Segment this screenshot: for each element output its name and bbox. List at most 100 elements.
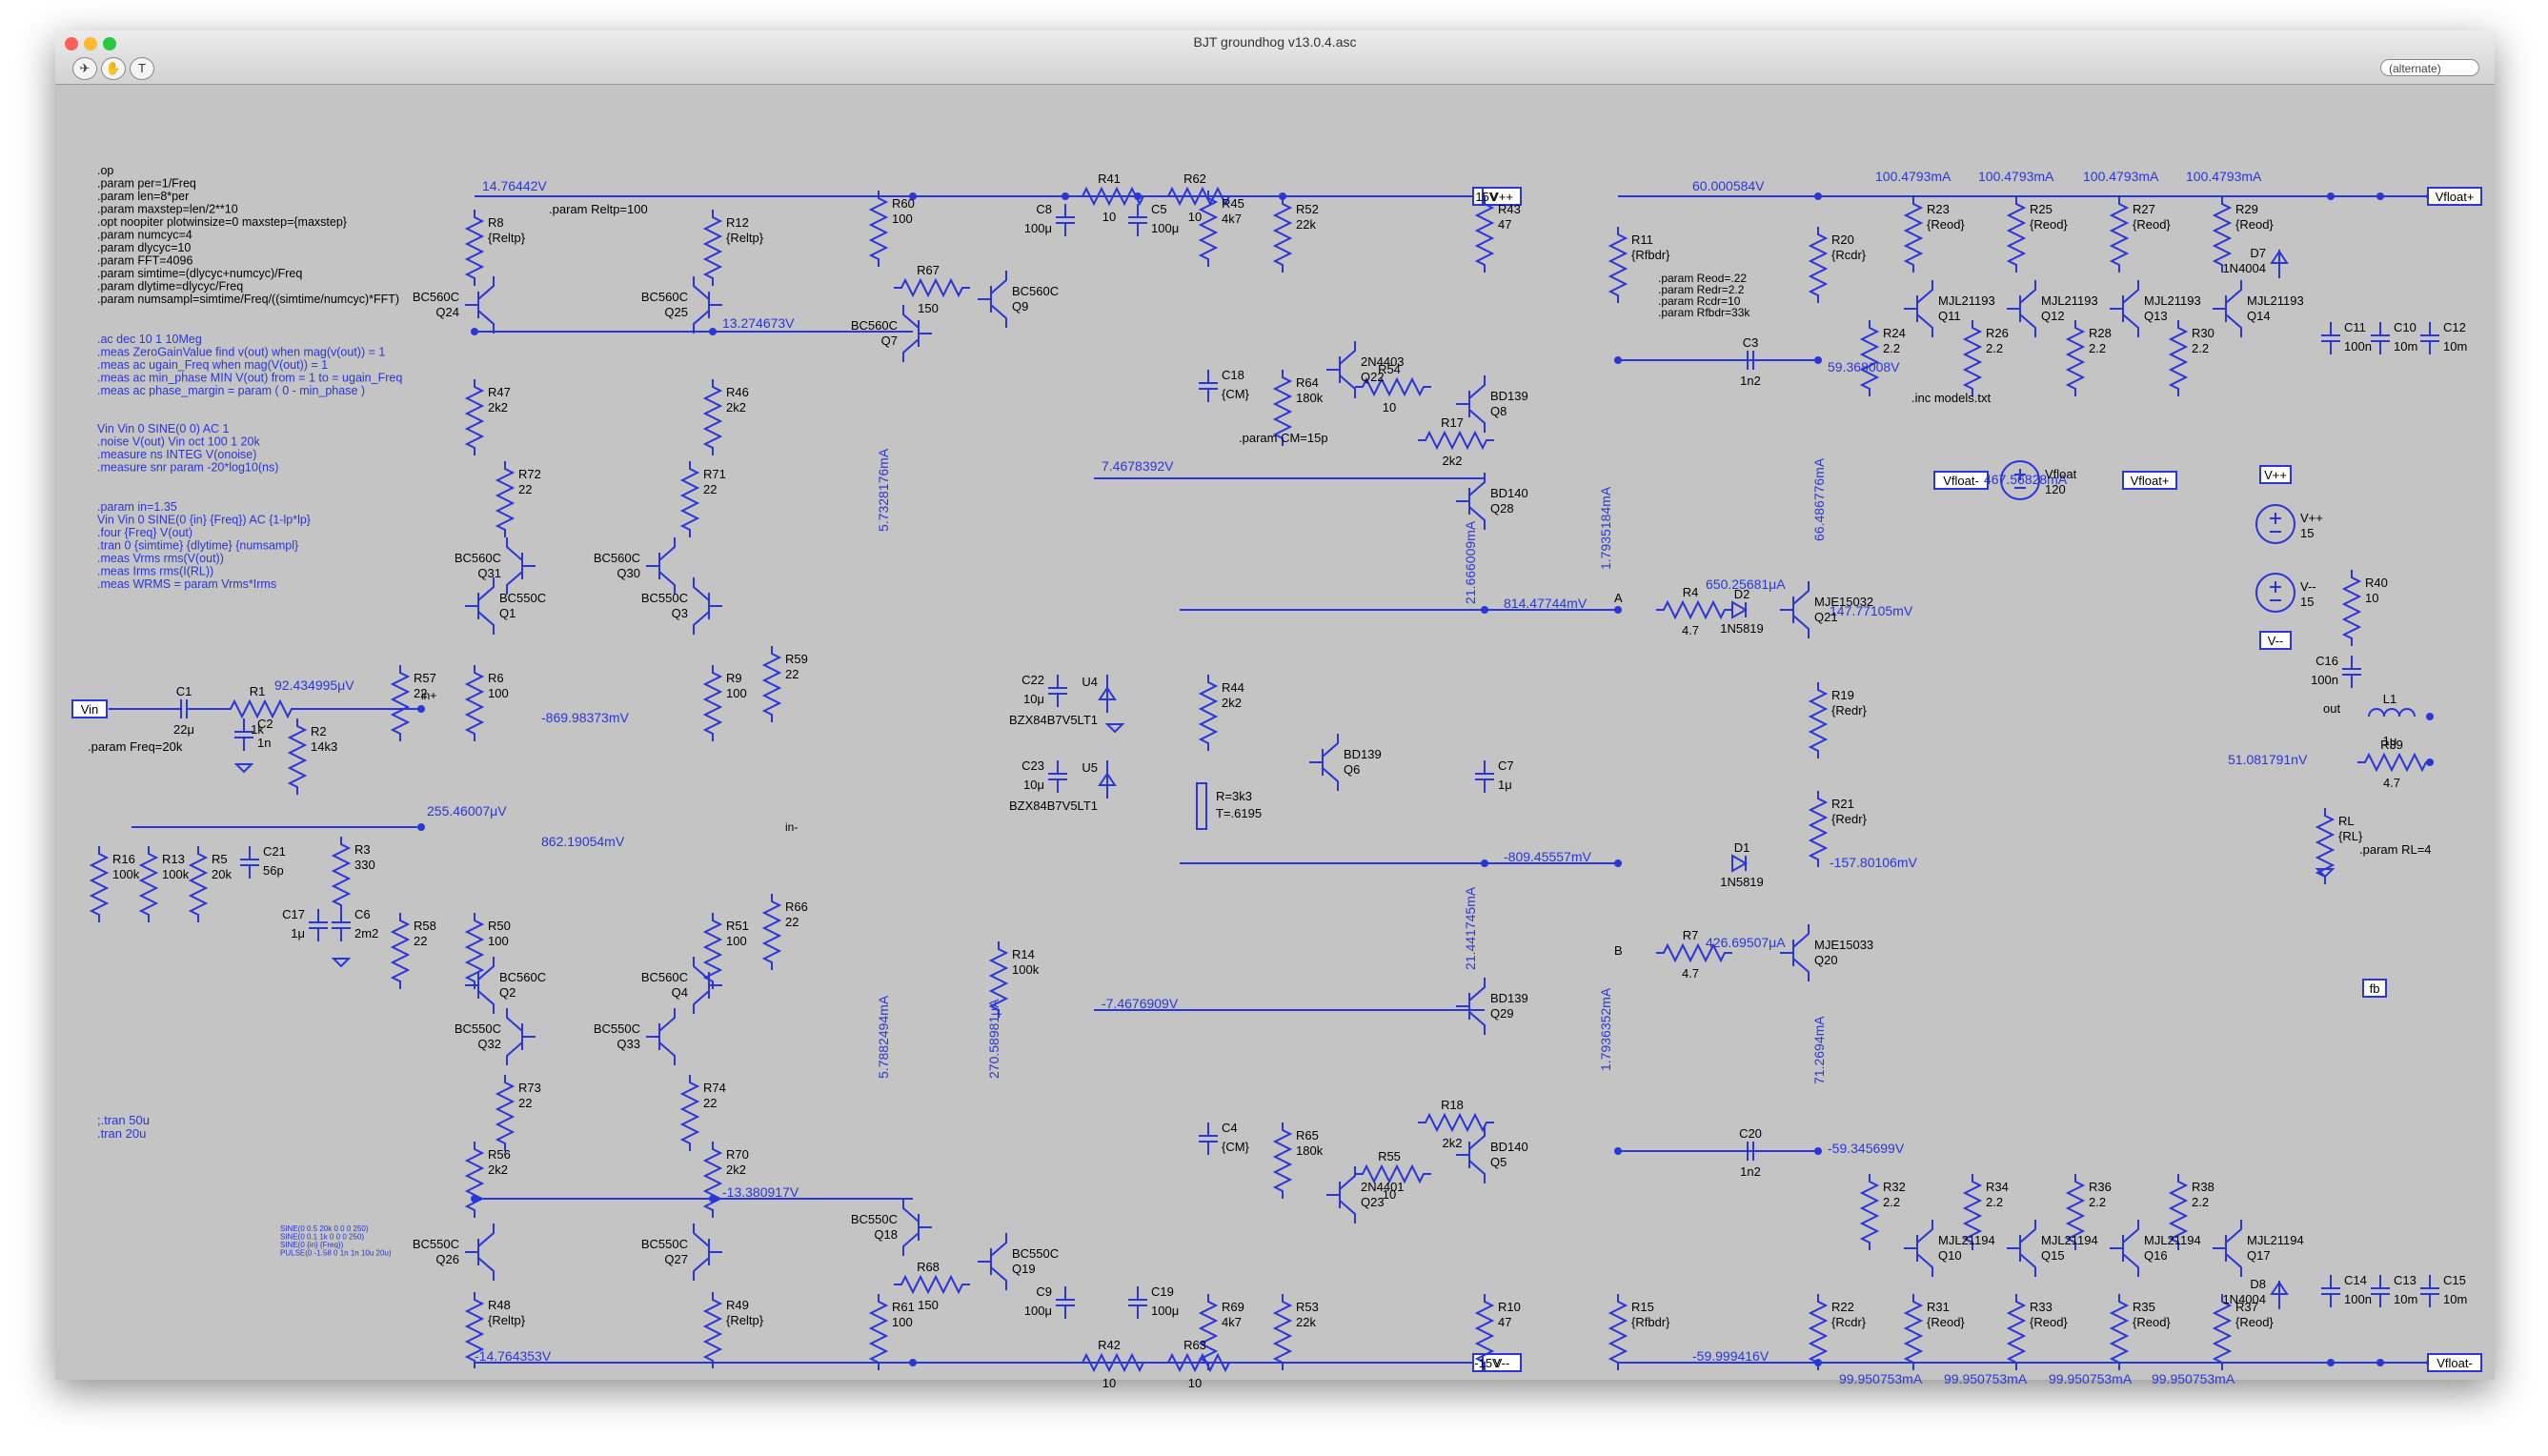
capacitor-c13[interactable] [2371,1275,2390,1307]
resistor-r22[interactable] [1808,1294,1829,1370]
resistor-r3[interactable] [331,837,352,913]
minimize-button[interactable] [84,37,97,51]
transistor-q13[interactable] [2110,280,2139,337]
capacitor-c12[interactable] [2420,322,2439,354]
resistor-r7[interactable] [1656,942,1732,963]
capacitor-c19[interactable] [1128,1286,1147,1319]
transistor-q28[interactable] [1456,473,1486,530]
capacitor-c9[interactable] [1056,1286,1075,1319]
resistor-r11[interactable] [1608,227,1628,303]
zener-u4[interactable] [1098,675,1117,713]
transistor-q4[interactable] [693,957,722,1014]
resistor-r51[interactable] [702,913,723,989]
capacitor-c15[interactable] [2420,1275,2439,1307]
transistor-q15[interactable] [2007,1220,2036,1277]
resistor-r46[interactable] [702,379,723,455]
capacitor-c10[interactable] [2371,322,2390,354]
transistor-q1[interactable] [465,577,495,635]
diode-d2[interactable] [1731,600,1749,619]
diode-d8[interactable] [2270,1281,2289,1309]
transistor-q20[interactable] [1780,924,1810,981]
capacitor-c6[interactable] [332,909,351,941]
transistor-q5[interactable] [1456,1126,1486,1183]
resistor-r42[interactable] [1075,1352,1151,1373]
resistor-r41[interactable] [1075,186,1151,207]
zoom-button[interactable] [103,37,116,51]
resistor-r27[interactable] [2109,196,2130,273]
pan-icon[interactable]: ✋ [101,57,126,80]
resistor-r70[interactable] [702,1142,723,1218]
resistor-r67[interactable] [894,277,970,298]
resistor-r48[interactable] [464,1292,485,1368]
transistor-q32[interactable] [506,1008,536,1065]
voltage-source[interactable] [2255,573,2295,613]
inductor-l1[interactable] [2368,708,2416,718]
transistor-q16[interactable] [2110,1220,2139,1277]
transistor-q10[interactable] [1904,1220,1933,1277]
capacitor-c23[interactable] [1048,760,1067,793]
resistor-r28[interactable] [2065,320,2086,396]
resistor-r25[interactable] [2006,196,2027,273]
resistor-r71[interactable] [679,461,700,537]
resistor-rl[interactable] [2315,808,2336,884]
transistor-q7[interactable] [902,305,932,362]
resistor-r65[interactable] [1272,1122,1293,1199]
resistor-r32[interactable] [1859,1174,1880,1250]
transistor-q8[interactable] [1456,375,1486,433]
resistor-r26[interactable] [1962,320,1983,396]
transistor-q19[interactable] [978,1233,1007,1290]
capacitor-c1[interactable] [168,699,200,718]
resistor-r55[interactable] [1355,1163,1431,1184]
resistor-r35[interactable] [2109,1294,2130,1370]
run-icon[interactable]: ✈ [72,57,97,80]
resistor-r44[interactable] [1198,675,1219,751]
transistor-q23[interactable] [1326,1166,1356,1223]
resistor-r43[interactable] [1474,196,1495,273]
capacitor-c20[interactable] [1734,1142,1767,1161]
resistor-r9[interactable] [702,665,723,741]
resistor-r21[interactable] [1808,791,1829,867]
transistor-q27[interactable] [693,1223,722,1281]
transistor-q31[interactable] [506,537,536,595]
resistor-r5[interactable] [188,846,209,922]
resistor-r20[interactable] [1808,227,1829,303]
transistor-q2[interactable] [465,957,495,1014]
transistor-q29[interactable] [1456,978,1486,1035]
resistor-r58[interactable] [390,913,411,989]
voltage-source[interactable] [2255,504,2295,544]
resistor-r15[interactable] [1608,1294,1628,1370]
resistor-r68[interactable] [894,1274,970,1295]
resistor-r50[interactable] [464,913,485,989]
resistor-r18[interactable] [1418,1112,1494,1133]
capacitor-c14[interactable] [2321,1275,2340,1307]
capacitor-c17[interactable] [309,909,328,941]
diode-d1[interactable] [1731,854,1749,873]
resistor-r23[interactable] [1903,196,1924,273]
transistor-q14[interactable] [2213,280,2242,337]
transistor-q30[interactable] [646,537,676,595]
search-field[interactable]: (alternate) [2380,59,2479,76]
transistor-q33[interactable] [646,1008,676,1065]
resistor-r19[interactable] [1808,682,1829,758]
resistor-r6[interactable] [464,665,485,741]
capacitor-c18[interactable] [1199,370,1218,402]
transistor-q25[interactable] [693,276,722,334]
transistor-q26[interactable] [465,1223,495,1281]
resistor-r66[interactable] [761,894,782,970]
transistor-q11[interactable] [1904,280,1933,337]
resistor-r62[interactable] [1161,186,1237,207]
transistor-q21[interactable] [1780,581,1810,638]
resistor-r34[interactable] [1962,1174,1983,1250]
capacitor-c5[interactable] [1128,204,1147,236]
close-button[interactable] [65,37,78,51]
capacitor-c21[interactable] [240,846,259,879]
resistor-r73[interactable] [495,1075,516,1151]
resistor-r38[interactable] [2168,1174,2189,1250]
resistor-r13[interactable] [138,846,159,922]
resistor-r63[interactable] [1161,1352,1237,1373]
resistor-r39[interactable] [2357,752,2434,773]
resistor-r24[interactable] [1859,320,1880,396]
resistor-r1[interactable] [223,698,299,719]
resistor-r53[interactable] [1272,1294,1293,1370]
resistor-r36[interactable] [2065,1174,2086,1250]
